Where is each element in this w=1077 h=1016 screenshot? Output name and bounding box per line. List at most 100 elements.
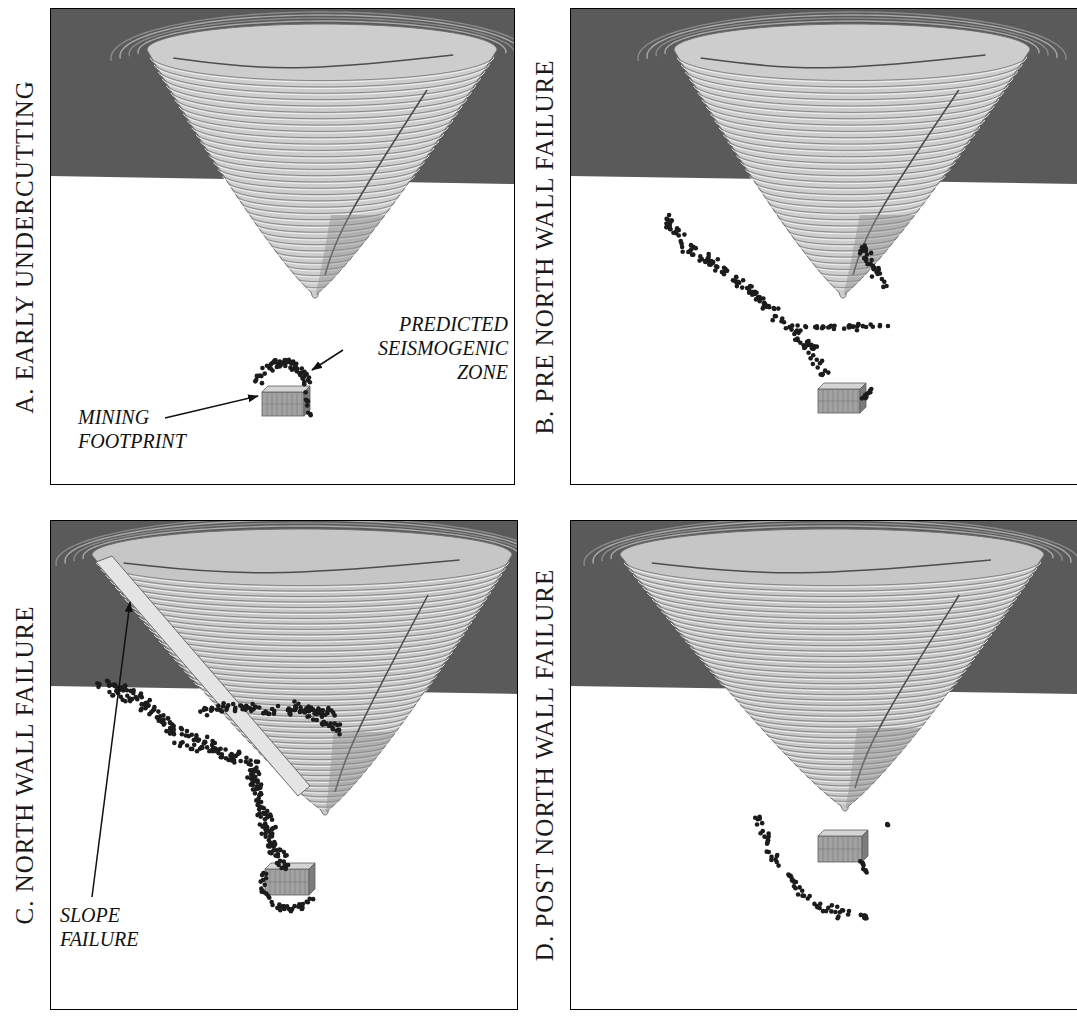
seismic-event <box>260 888 265 893</box>
seismic-event <box>826 370 831 375</box>
seismic-event <box>146 703 151 708</box>
seismic-event <box>773 314 778 319</box>
seismic-event <box>862 256 867 261</box>
bench-line <box>745 167 950 182</box>
seismic-event <box>257 772 262 777</box>
seismic-event <box>869 251 874 256</box>
bench-line <box>188 118 453 137</box>
seismic-event <box>764 304 769 309</box>
seismic-event <box>155 715 160 720</box>
seismic-event <box>253 705 258 710</box>
bench-line <box>719 125 980 144</box>
bench-line <box>120 590 490 612</box>
bench-line <box>700 656 975 673</box>
seismic-event <box>237 749 242 754</box>
seismic-event <box>135 697 140 702</box>
seismic-event <box>107 690 112 695</box>
seismic-event <box>275 365 280 370</box>
seismic-event <box>859 913 864 918</box>
seismic-event <box>185 743 190 748</box>
seismic-event <box>289 361 294 366</box>
panel-frame: D. POST NORTH WALL FAILURE <box>570 520 1077 1010</box>
seismic-event <box>764 849 769 854</box>
seismic-event <box>270 817 275 822</box>
seismic-event <box>221 701 226 706</box>
bench-line <box>125 596 487 618</box>
bench-line <box>196 132 443 150</box>
seismic-event <box>792 884 797 889</box>
seismic-event <box>205 713 210 718</box>
bench-highlight <box>167 85 476 108</box>
bench-line <box>209 153 429 169</box>
seismic-event <box>251 787 256 792</box>
bench-highlight <box>205 148 434 165</box>
bench-line <box>652 596 1016 618</box>
footprint-top <box>818 830 868 836</box>
seismic-event <box>749 284 754 289</box>
seismic-event <box>290 367 295 372</box>
bench-highlight <box>171 92 471 114</box>
seismic-event <box>268 832 273 837</box>
panel-title: D. POST NORTH WALL FAILURE <box>532 569 557 961</box>
panel-title: A. EARLY UNDERCUTTING <box>12 80 37 414</box>
seismic-event <box>886 324 891 329</box>
bench-line <box>183 111 457 131</box>
bench-highlight <box>183 113 457 133</box>
seismic-event <box>796 892 801 897</box>
seismic-event <box>870 274 875 279</box>
bench-highlight <box>685 640 987 658</box>
seismic-event <box>256 374 261 379</box>
seismic-event <box>740 285 745 290</box>
bench-line <box>227 181 409 194</box>
seismic-event <box>265 364 270 369</box>
seismic-event <box>734 275 739 280</box>
seismic-event <box>166 716 171 721</box>
mining-footprint <box>818 830 868 862</box>
seismic-event <box>294 361 299 366</box>
seismic-event <box>268 844 273 849</box>
bench-line <box>735 698 944 711</box>
seismic-event <box>272 709 277 714</box>
seismic-event <box>332 713 337 718</box>
bench-highlight <box>732 148 965 165</box>
bench-line <box>768 202 924 213</box>
bench-line <box>236 195 399 207</box>
seismic-event <box>161 713 166 718</box>
bench-line <box>189 674 436 689</box>
bench-line <box>96 561 509 586</box>
seismic-event <box>872 266 877 271</box>
mining-footprint <box>262 386 310 416</box>
bench-line <box>661 608 1008 629</box>
seismic-event <box>757 815 762 820</box>
seismic-event <box>231 702 236 707</box>
bench-highlight <box>158 71 484 95</box>
seismic-event <box>166 716 171 721</box>
panel-illustration <box>570 520 1077 921</box>
seismic-event <box>210 739 215 744</box>
seismic-event <box>697 258 702 263</box>
seismic-event <box>202 740 207 745</box>
seismic-event <box>748 290 753 295</box>
bench-line <box>751 716 930 727</box>
seismic-event <box>806 351 811 356</box>
seismic-event <box>753 290 758 295</box>
seismic-event <box>784 326 789 331</box>
bench-highlight <box>671 622 1000 642</box>
seismic-event <box>276 704 281 709</box>
bench-line <box>638 578 1029 601</box>
bench-line <box>759 188 935 201</box>
seismic-event <box>735 284 740 289</box>
bench-line <box>710 111 989 131</box>
seismic-event <box>680 249 685 254</box>
bench-line <box>698 90 1004 112</box>
bench-highlight <box>681 64 1022 88</box>
callout-label: MINING FOOTPRINT <box>78 405 228 453</box>
seismic-event <box>679 241 684 246</box>
seismic-event <box>863 868 868 873</box>
bench-line <box>167 83 476 106</box>
seismic-event <box>172 732 177 737</box>
seismic-event <box>676 233 681 238</box>
pit-shell <box>147 24 497 298</box>
bench-line <box>232 188 405 201</box>
seismic-event <box>851 324 856 329</box>
